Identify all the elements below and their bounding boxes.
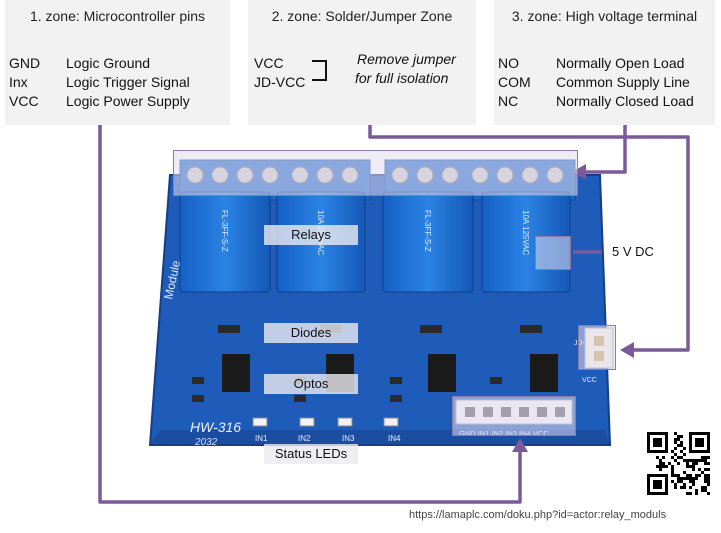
pin-zone-highlight	[452, 396, 576, 436]
jumper-zone-highlight	[578, 325, 616, 370]
terminal-zone-highlight	[173, 150, 578, 196]
arrow-left-head-terminal	[572, 164, 586, 180]
silk-in1: IN1	[255, 434, 268, 443]
jumper-bracket-icon	[312, 60, 327, 81]
svg-text:FL-3FF-S-Z: FL-3FF-S-Z	[220, 210, 229, 252]
zone-title: 2. zone: Solder/Jumper Zone	[271, 8, 453, 24]
qr-code-icon	[647, 432, 710, 495]
zone-title: 1. zone: Microcontroller pins	[29, 8, 206, 24]
label-diodes: Diodes	[264, 323, 358, 343]
relay-3: FL-3FF-S-Z	[382, 191, 474, 293]
zone-microcontroller-pins: 1. zone: Microcontroller pins GND Logic …	[5, 0, 230, 125]
silk-model: HW-316	[190, 419, 241, 435]
connection-lines	[98, 125, 690, 504]
arrow-left-head-jumper	[620, 342, 634, 358]
zone2-line	[368, 125, 690, 352]
silk-year: 2032	[194, 437, 218, 448]
svg-text:FL-3FF-S-Z: FL-3FF-S-Z	[423, 210, 432, 252]
power-zone-highlight	[535, 236, 571, 270]
zone-high-voltage: 3. zone: High voltage terminal NO Normal…	[494, 0, 715, 125]
silk-in3: IN3	[342, 434, 355, 443]
label-relays: Relays	[264, 225, 358, 245]
svg-text:10A 125VAC: 10A 125VAC	[521, 210, 530, 255]
zone-solder-jumper: 2. zone: Solder/Jumper Zone VCC Remove j…	[248, 0, 476, 125]
zone1-line	[98, 125, 522, 504]
source-url: https://lamaplc.com/doku.php?id=actor:re…	[409, 509, 667, 521]
silk-in4: IN4	[388, 434, 401, 443]
arrow-up-head	[512, 438, 528, 452]
optocouplers	[222, 354, 558, 392]
label-5v-dc: 5 V DC	[612, 244, 654, 259]
silk-vcc: VCC	[582, 377, 597, 384]
silk-in2: IN2	[298, 434, 311, 443]
zone-title: 3. zone: High voltage terminal	[511, 8, 698, 24]
relay-1: FL-3FF-S-Z	[179, 191, 271, 293]
status-leds	[252, 417, 399, 427]
zone3-line	[582, 125, 627, 174]
label-optos: Optos	[264, 374, 358, 394]
label-status-leds: Status LEDs	[264, 444, 358, 464]
